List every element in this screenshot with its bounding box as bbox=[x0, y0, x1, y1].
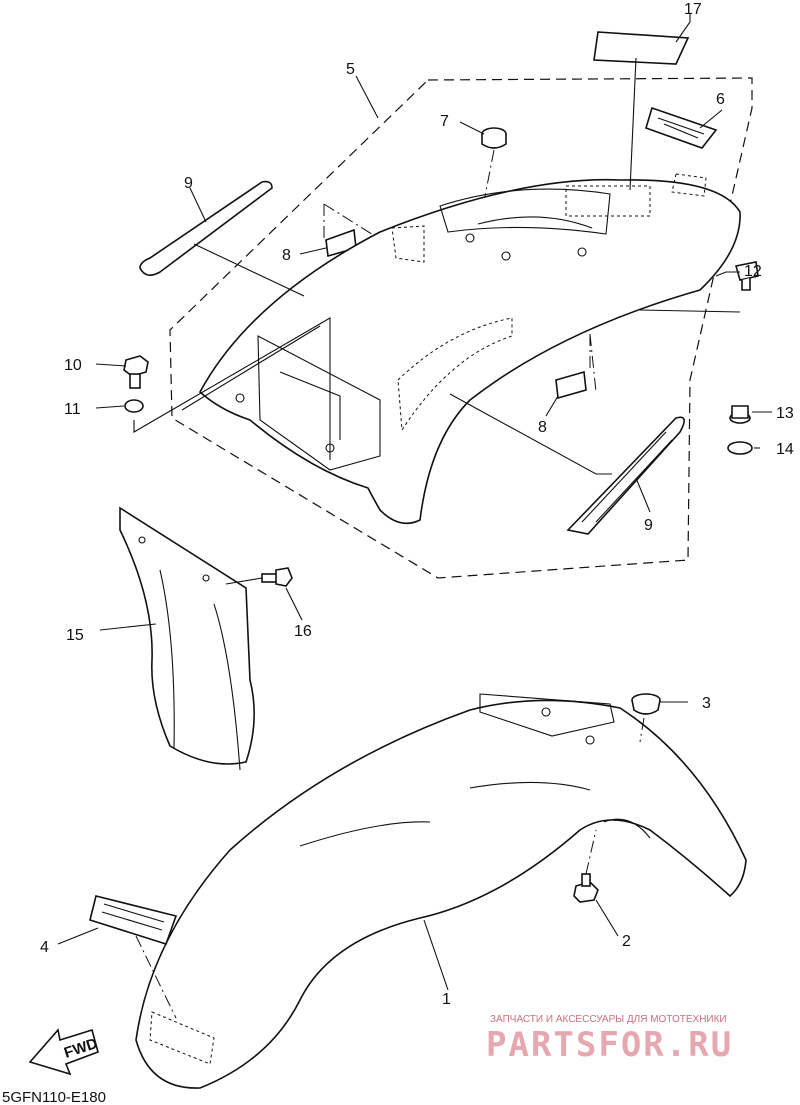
part-6-decal[interactable] bbox=[645, 106, 718, 149]
fender-decal-lettering bbox=[101, 903, 165, 931]
part-2-bolt[interactable] bbox=[573, 873, 599, 903]
fender-ribs bbox=[299, 781, 591, 847]
mount-hole-d bbox=[235, 393, 245, 403]
assembly-boundary-5 bbox=[169, 77, 753, 579]
chain-line-2 bbox=[585, 829, 597, 875]
part-9-side-decal[interactable] bbox=[566, 416, 685, 535]
tail-lamp-opening bbox=[257, 335, 381, 471]
cover-hole-b bbox=[202, 574, 210, 582]
callout-12: 12 bbox=[744, 263, 762, 280]
part-5-rear-fender[interactable] bbox=[198, 173, 741, 525]
callout-8-upper: 8 bbox=[282, 247, 291, 264]
callout-17: 17 bbox=[684, 1, 702, 18]
decal-area-pad bbox=[391, 225, 425, 263]
part-6-decal-lettering bbox=[657, 117, 705, 139]
fender-underside bbox=[603, 818, 651, 839]
mount-hole-c bbox=[577, 247, 587, 257]
fender-mount-plate bbox=[479, 693, 615, 737]
part-4-fender-decal[interactable] bbox=[89, 895, 178, 945]
part-14-collar[interactable] bbox=[727, 441, 753, 455]
part-8-pad-lower[interactable] bbox=[555, 370, 587, 400]
mount-hole-a bbox=[465, 233, 475, 243]
decal-area-top-small bbox=[671, 173, 707, 197]
diagram-code: 5GFN110-E180 bbox=[2, 1089, 106, 1105]
decal-area-top bbox=[565, 185, 651, 217]
decal-area-fender bbox=[149, 1011, 215, 1065]
callout-10: 10 bbox=[64, 357, 82, 374]
part-9-strip-decal[interactable] bbox=[139, 180, 273, 276]
part-12-clip[interactable] bbox=[734, 261, 759, 291]
part-16-bolt[interactable] bbox=[261, 567, 293, 587]
mount-hole-b bbox=[501, 251, 511, 261]
side-decal-stripes bbox=[581, 431, 673, 523]
callout-13: 13 bbox=[776, 405, 794, 422]
chain-line-4 bbox=[135, 935, 177, 1019]
cover-edge-line-2 bbox=[213, 603, 241, 771]
callout-3: 3 bbox=[702, 695, 711, 712]
chain-line-3 bbox=[639, 717, 645, 743]
part-3-grommet[interactable] bbox=[631, 693, 661, 715]
part-11-collar[interactable] bbox=[124, 399, 144, 413]
part-7-grommet[interactable] bbox=[481, 127, 507, 149]
seat-recess bbox=[439, 188, 611, 235]
part-13-collar[interactable] bbox=[729, 405, 751, 424]
leader-lines bbox=[57, 14, 772, 991]
chain-line-8a bbox=[323, 203, 379, 240]
callout-14: 14 bbox=[776, 441, 794, 458]
fender-hole-a bbox=[541, 707, 551, 717]
part-10-bolt[interactable] bbox=[123, 355, 149, 389]
cover-hole-a bbox=[138, 536, 146, 544]
tail-opening-inner bbox=[279, 371, 341, 440]
callout-15: 15 bbox=[66, 627, 84, 644]
callout-16: 16 bbox=[294, 623, 312, 640]
seat-recess-inner bbox=[477, 216, 593, 229]
cover-edge-line bbox=[159, 569, 175, 749]
fender-hole-b bbox=[585, 735, 595, 745]
fwd-arrow: FWD bbox=[28, 1028, 100, 1076]
part-17-label[interactable] bbox=[593, 31, 690, 65]
callout-7: 7 bbox=[440, 113, 449, 130]
watermark-brand: PARTSFOR.RU bbox=[486, 1025, 733, 1065]
part-1-front-fender[interactable] bbox=[135, 693, 747, 1089]
part-15-cover[interactable] bbox=[119, 506, 255, 771]
callout-11: 11 bbox=[64, 401, 81, 418]
callout-5: 5 bbox=[346, 61, 355, 78]
callout-9-lower: 9 bbox=[644, 517, 653, 534]
callout-9-upper: 9 bbox=[184, 175, 193, 192]
chain-line-8b bbox=[589, 333, 597, 393]
callout-2: 2 bbox=[622, 933, 631, 950]
callout-1: 1 bbox=[442, 991, 451, 1008]
callout-8-lower: 8 bbox=[538, 419, 547, 436]
callout-6: 6 bbox=[716, 91, 725, 108]
callout-4: 4 bbox=[40, 939, 49, 956]
watermark-subtitle: ЗАПЧАСТИ И АКСЕССУАРЫ ДЛЯ МОТОТЕХНИКИ bbox=[490, 1014, 727, 1025]
